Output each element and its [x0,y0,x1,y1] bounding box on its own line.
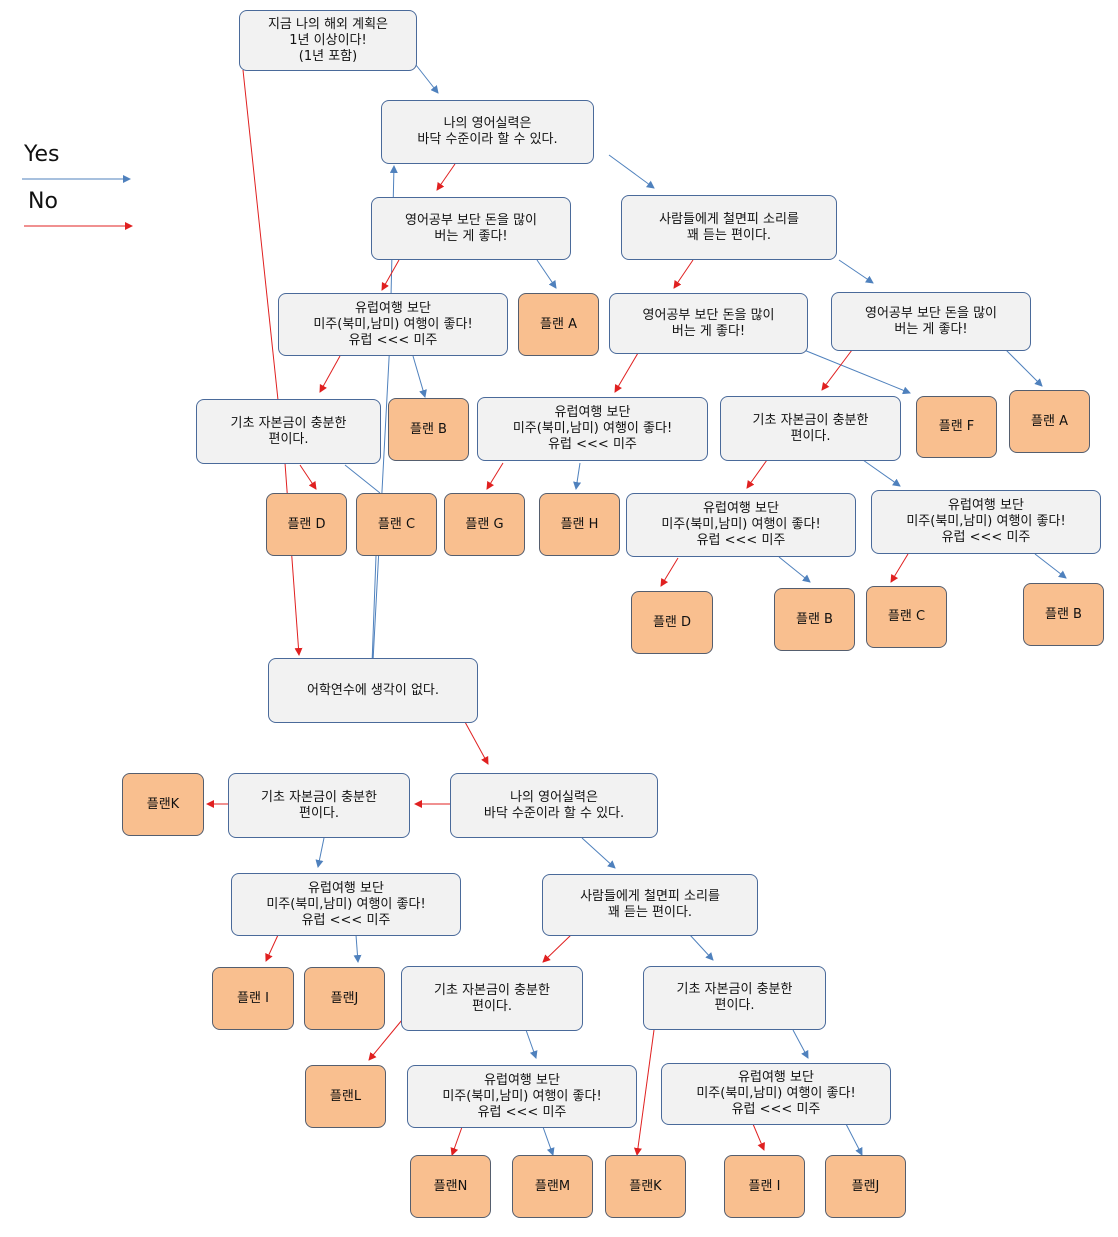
yes-arrow [608,154,655,189]
yes-arrow [542,1126,555,1156]
no-arrow [319,355,341,393]
no-arrow [746,459,768,489]
yes-arrow [689,934,714,961]
question-travel-preference: 유럽여행 보단 미주(북미,남미) 여행이 좋다! 유럽 <<< 미주 [231,873,461,936]
question-english-level: 나의 영어실력은 바닥 수준이라 할 수 있다. [450,773,658,838]
yes-arrow [803,349,911,395]
yes-arrow [536,259,557,289]
question-travel-preference: 유럽여행 보단 미주(북미,남미) 여행이 좋다! 유럽 <<< 미주 [407,1065,637,1128]
plan-c-box: 플랜 C [866,586,947,648]
plan-i-box: 플랜 I [212,967,294,1030]
no-arrow [486,462,504,490]
yes-arrow [525,1029,538,1059]
question-money-vs-english: 영어공부 보단 돈을 많이 버는 게 좋다! [831,292,1031,351]
no-arrow [890,553,909,583]
no-arrow [284,462,303,656]
no-arrow [368,1019,403,1061]
plan-d-box: 플랜 D [266,493,347,556]
yes-arrow [792,1029,809,1059]
plan-b-box: 플랜 B [388,398,469,461]
question-shameless: 사람들에게 철면피 소리를 꽤 듣는 편이다. [542,874,758,936]
question-travel-preference: 유럽여행 보단 미주(북미,남미) 여행이 좋다! 유럽 <<< 미주 [477,397,708,461]
no-arrow [436,163,456,191]
question-shameless: 사람들에게 철면피 소리를 꽤 듣는 편이다. [621,195,837,260]
yes-arrow [415,64,439,94]
plan-l-box: 플랜L [305,1065,386,1128]
plan-d-box: 플랜 D [631,591,713,654]
plan-b-box: 플랜 B [1023,583,1104,646]
plan-c-box: 플랜 C [356,493,437,556]
plan-k-box: 플랜K [605,1155,686,1218]
question-abroad-plan: 지금 나의 해외 계획은 1년 이상이다! (1년 포함) [239,10,417,71]
plan-i-box: 플랜 I [724,1155,805,1218]
question-travel-preference: 유럽여행 보단 미주(북미,남미) 여행이 좋다! 유럽 <<< 미주 [278,293,508,356]
question-capital: 기초 자본금이 충분한 편이다. [720,396,901,461]
plan-g-box: 플랜 G [444,493,525,556]
no-arrow [450,1126,463,1156]
yes-arrow [845,1123,863,1156]
plan-h-box: 플랜 H [539,493,620,556]
no-arrow [752,1123,765,1151]
no-arrow [242,69,279,401]
plan-n-box: 플랜N [410,1155,491,1218]
yes-arrow [581,837,616,869]
no-arrow [265,934,279,962]
yes-arrow [862,459,901,487]
legend-yes-label: Yes [24,142,60,167]
yes-arrow [344,464,381,494]
no-arrow [660,557,679,587]
yes-arrow [573,462,582,490]
no-arrow [614,352,639,393]
no-arrow [542,934,572,963]
plan-b-box: 플랜 B [774,588,855,651]
plan-m-box: 플랜M [512,1155,593,1218]
no-arrow [381,259,400,291]
question-capital: 기초 자본금이 충분한 편이다. [401,966,583,1031]
plan-j-box: 플랜J [825,1155,906,1218]
legend-no-label: No [28,189,58,214]
no-arrow [673,259,694,289]
question-capital: 기초 자본금이 충분한 편이다. [228,773,410,838]
question-money-vs-english: 영어공부 보단 돈을 많이 버는 게 좋다! [609,293,808,354]
yes-arrow [1005,349,1043,387]
plan-k-box: 플랜K [122,773,204,836]
yes-arrow [315,837,325,868]
question-english-level: 나의 영어실력은 바닥 수준이라 할 수 있다. [381,100,594,164]
plan-a-box: 플랜 A [518,293,599,356]
question-capital: 기초 자본금이 충분한 편이다. [643,966,826,1030]
yes-arrow [778,556,811,583]
question-capital: 기초 자본금이 충분한 편이다. [196,399,381,464]
question-travel-preference: 유럽여행 보단 미주(북미,남미) 여행이 좋다! 유럽 <<< 미주 [871,490,1101,554]
yes-arrow [1034,553,1067,579]
question-travel-preference: 유럽여행 보단 미주(북미,남미) 여행이 좋다! 유럽 <<< 미주 [661,1063,891,1125]
question-travel-preference: 유럽여행 보단 미주(북미,남미) 여행이 좋다! 유럽 <<< 미주 [626,493,856,557]
yes-arrow [412,355,427,398]
no-arrow [821,349,853,391]
no-arrow [464,721,489,765]
question-language-course: 어학연수에 생각이 없다. [268,658,478,723]
plan-f-box: 플랜 F [916,396,997,458]
yes-arrow [838,259,874,284]
plan-j-box: 플랜J [304,967,385,1030]
plan-a-box: 플랜 A [1009,390,1090,453]
question-money-vs-english: 영어공부 보단 돈을 많이 버는 게 좋다! [371,197,571,260]
no-arrow [299,464,317,490]
no-arrow [633,1029,655,1156]
yes-arrow [353,934,362,963]
